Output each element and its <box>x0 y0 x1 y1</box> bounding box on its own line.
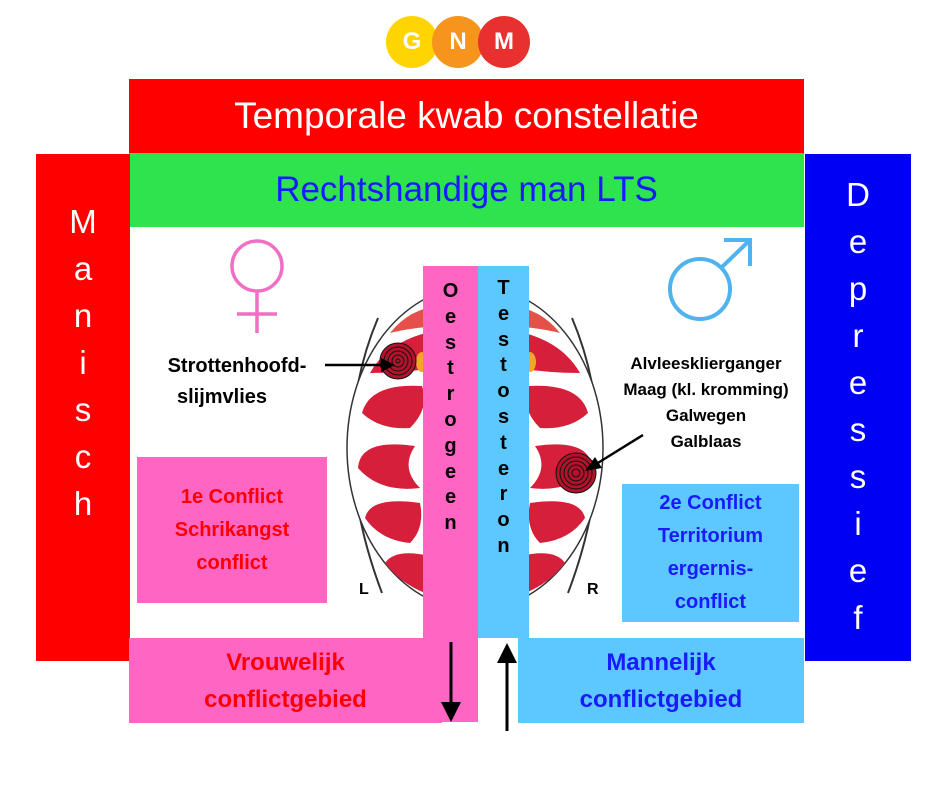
col-left-letter: r <box>446 383 455 406</box>
male-area-line2: conflictgebied <box>579 685 743 713</box>
right-letter: D <box>846 176 870 213</box>
col-right-letter: s <box>497 405 510 428</box>
col-right-letter: n <box>497 534 510 557</box>
conflict-2-line2: Territorium <box>657 525 764 547</box>
female-conflict-area: Vrouwelijk conflictgebied <box>129 638 442 723</box>
right-letter: e <box>848 552 868 589</box>
left-letter: a <box>73 250 93 287</box>
col-right-letter: e <box>497 457 510 480</box>
label-alvleesklier-line1: Alvleesklierganger <box>630 354 782 373</box>
col-left-letter: e <box>444 460 457 483</box>
right-letter: p <box>848 270 868 307</box>
logo-g: G <box>386 16 438 68</box>
label-alvleesklier-line2: Maag (kl. kromming) <box>623 380 789 399</box>
manisch-letters: M a n i s c h <box>36 198 130 527</box>
oestrogeen-letters: O e s t r o g e e n <box>423 279 478 537</box>
female-area-line1: Vrouwelijk <box>226 648 345 676</box>
left-letter: M <box>69 203 97 240</box>
label-alvleesklier-line3: Galwegen <box>665 406 747 425</box>
col-right-letter: t <box>500 431 507 454</box>
down-arrow <box>441 642 461 722</box>
conflict-1-line1: 1e Conflict <box>180 485 284 508</box>
male-area-line1: Mannelijk <box>606 648 716 676</box>
right-letter: e <box>848 223 868 260</box>
left-letter: n <box>73 297 93 334</box>
logo-m: M <box>478 16 530 68</box>
label-strottenhoofd: Strottenhoofd- slijmvlies <box>137 351 337 413</box>
col-right-letter: s <box>497 328 510 351</box>
brain-side-r: R <box>587 581 599 598</box>
page-title: Temporale kwab constellatie <box>234 95 699 136</box>
right-letter: s <box>849 411 867 448</box>
col-right-letter: t <box>500 354 507 377</box>
arrow-to-left-focus <box>325 358 395 372</box>
left-letter: c <box>74 438 92 475</box>
female-area-line2: conflictgebied <box>204 685 367 713</box>
female-symbol-icon <box>230 239 284 333</box>
col-left-letter: t <box>447 357 454 380</box>
right-bar-depressief: D e p r e s s i e f <box>805 154 911 661</box>
label-alvleesklier: Alvleesklierganger Maag (kl. kromming) G… <box>600 351 812 455</box>
male-conflict-area: Mannelijk conflictgebied <box>518 638 804 723</box>
col-left-letter: O <box>442 280 459 302</box>
arrow-to-right-focus <box>585 433 644 471</box>
col-left-letter: o <box>444 408 457 431</box>
col-right-letter: e <box>497 302 510 325</box>
col-right-letter: T <box>497 277 510 299</box>
male-symbol-icon <box>668 238 752 321</box>
left-letter: h <box>73 485 93 522</box>
right-letter: f <box>853 599 863 636</box>
label-alvleesklier-line4: Galblaas <box>670 432 742 451</box>
label-strottenhoofd-line1: Strottenhoofd- <box>167 355 307 377</box>
right-letter: s <box>849 458 867 495</box>
conflict-1-line2: Schrikangst <box>174 518 290 541</box>
col-left-letter: n <box>444 512 457 535</box>
page-subtitle: Rechtshandige man LTS <box>275 170 658 209</box>
right-letter: r <box>852 317 864 354</box>
label-strottenhoofd-line2: slijmvlies <box>176 386 268 408</box>
testosteron-column: T e s t o s t e r o n <box>478 266 529 638</box>
col-right-letter: o <box>497 509 510 532</box>
col-left-letter: s <box>444 331 457 354</box>
col-right-letter: r <box>499 483 508 506</box>
depressief-letters: D e p r e s s i e f <box>805 171 911 641</box>
right-letter: i <box>854 505 862 542</box>
conflict-2-box: 2e Conflict Territorium ergernis- confli… <box>622 484 799 622</box>
left-bar-manisch: M a n i s c h <box>36 154 130 661</box>
title-bar: Temporale kwab constellatie <box>129 79 804 153</box>
logo-n: N <box>432 16 484 68</box>
col-left-letter: e <box>444 305 457 328</box>
conflict-1-box: 1e Conflict Schrikangst conflict <box>137 457 327 603</box>
gnm-logo: G N M <box>384 14 536 70</box>
conflict-1-line3: conflict <box>196 551 268 574</box>
conflict-2-line1: 2e Conflict <box>659 492 762 514</box>
subtitle-bar: Rechtshandige man LTS <box>129 153 804 227</box>
up-arrow <box>497 643 517 731</box>
right-letter: e <box>848 364 868 401</box>
conflict-2-line3: ergernis- <box>667 558 754 580</box>
conflict-2-line4: conflict <box>674 591 747 613</box>
col-left-letter: e <box>444 486 457 509</box>
col-right-letter: o <box>497 380 510 403</box>
oestrogeen-column: O e s t r o g e e n <box>423 266 478 722</box>
col-left-letter: g <box>444 434 457 457</box>
left-letter: i <box>79 344 87 381</box>
testosteron-letters: T e s t o s t e r o n <box>478 276 529 560</box>
left-letter: s <box>74 391 92 428</box>
brain-side-l: L <box>359 581 369 598</box>
